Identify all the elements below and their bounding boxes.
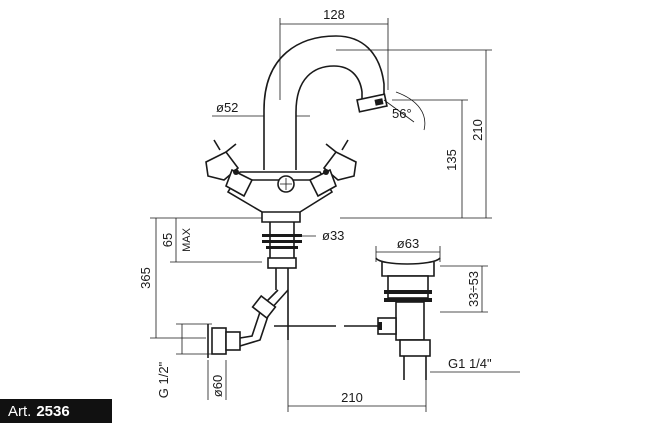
dim-height-spout: 135: [444, 149, 459, 171]
dim-length-hose: 365: [138, 267, 153, 289]
shank-assembly: [262, 222, 302, 290]
dim-height-total: 210: [470, 119, 485, 141]
dim-diameter-body: ø52: [216, 100, 238, 115]
article-badge: Art. 2536: [0, 399, 112, 423]
spout: [263, 35, 388, 170]
right-handle: [308, 139, 357, 198]
dim-thread-waste: G1 1/4": [448, 356, 492, 371]
supply-hose: [207, 289, 289, 358]
dim-distance-rods: 210: [341, 390, 363, 405]
pop-up-waste: [375, 257, 441, 380]
dim-diameter-waste: ø63: [397, 236, 419, 251]
left-handle: [205, 139, 254, 198]
dim-max-label: MAX: [181, 227, 193, 252]
dim-width-top: 128: [323, 7, 345, 22]
dim-thread-supply: G 1/2": [156, 361, 171, 398]
dim-diameter-shank: ø33: [322, 228, 344, 243]
dimension-lines: [150, 18, 520, 412]
dim-diameter-escutcheon: ø60: [210, 375, 225, 397]
article-label: Art.: [8, 402, 32, 420]
dim-angle-spout: 56°: [392, 106, 412, 121]
article-number: 2536: [36, 402, 70, 420]
mixer-body: [226, 171, 334, 223]
dim-max-thickness: 65: [160, 233, 175, 247]
dim-waste-range: 33÷53: [466, 271, 481, 307]
pop-up-rod: [274, 290, 378, 340]
